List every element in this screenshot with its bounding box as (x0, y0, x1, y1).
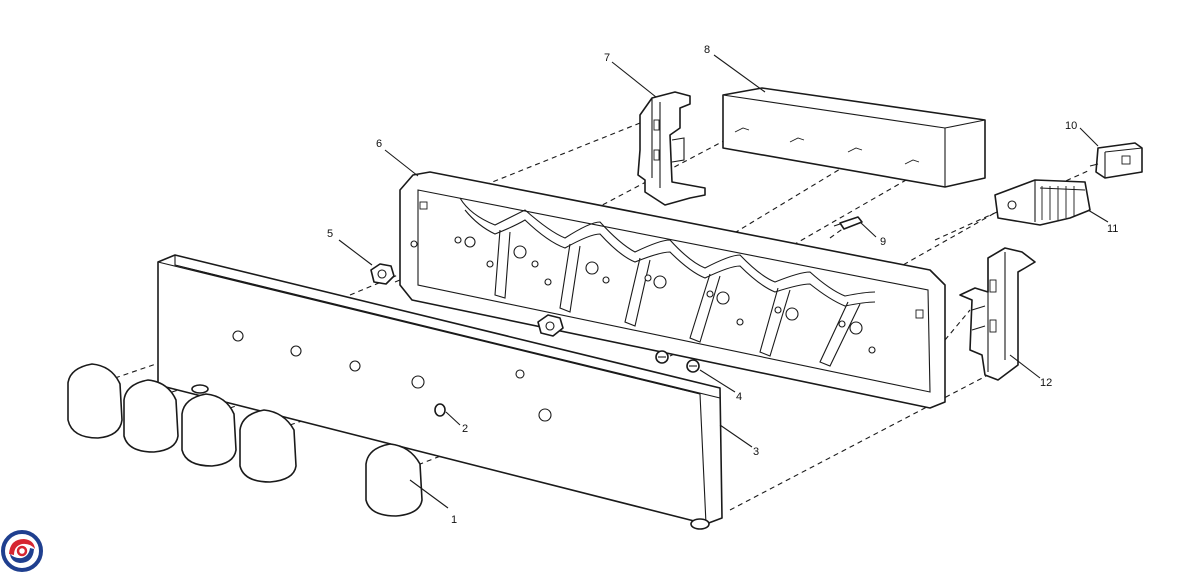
logo-swirl (9, 539, 35, 555)
part-8-block (722, 87, 986, 188)
callout-6: 6 (376, 138, 382, 150)
callout-10: 10 (1065, 120, 1077, 132)
callout-11: 11 (1107, 223, 1118, 235)
callout-8: 8 (704, 44, 710, 56)
callout-1: 1 (451, 514, 457, 526)
callout-9: 9 (880, 236, 886, 248)
callout-12: 12 (1040, 377, 1052, 389)
callout-3: 3 (753, 446, 759, 458)
part-1-knobs (67, 363, 423, 517)
part-4-screws (655, 350, 700, 373)
part-10-switch (1089, 142, 1143, 179)
callout-5: 5 (327, 228, 333, 240)
logo-swirl-inner (10, 548, 34, 563)
callouts: 1 2 3 4 5 6 7 8 9 10 11 12 (327, 44, 1118, 526)
part-7-bracket (637, 91, 706, 206)
callout-2: 2 (462, 423, 468, 435)
brand-logo (1, 530, 43, 572)
callout-4: 4 (736, 391, 742, 403)
leader-lines (338, 54, 1109, 509)
part-11-switch-block (994, 179, 1091, 226)
part-12-side-bracket (959, 247, 1036, 381)
part-6-panel-frame (399, 171, 946, 409)
part-5-nuts (370, 263, 564, 337)
logo-center (16, 545, 28, 557)
logo-outer-ring (1, 530, 43, 572)
callout-7: 7 (604, 52, 610, 64)
part-9-pin (833, 216, 863, 230)
part-2-cap (434, 403, 446, 417)
